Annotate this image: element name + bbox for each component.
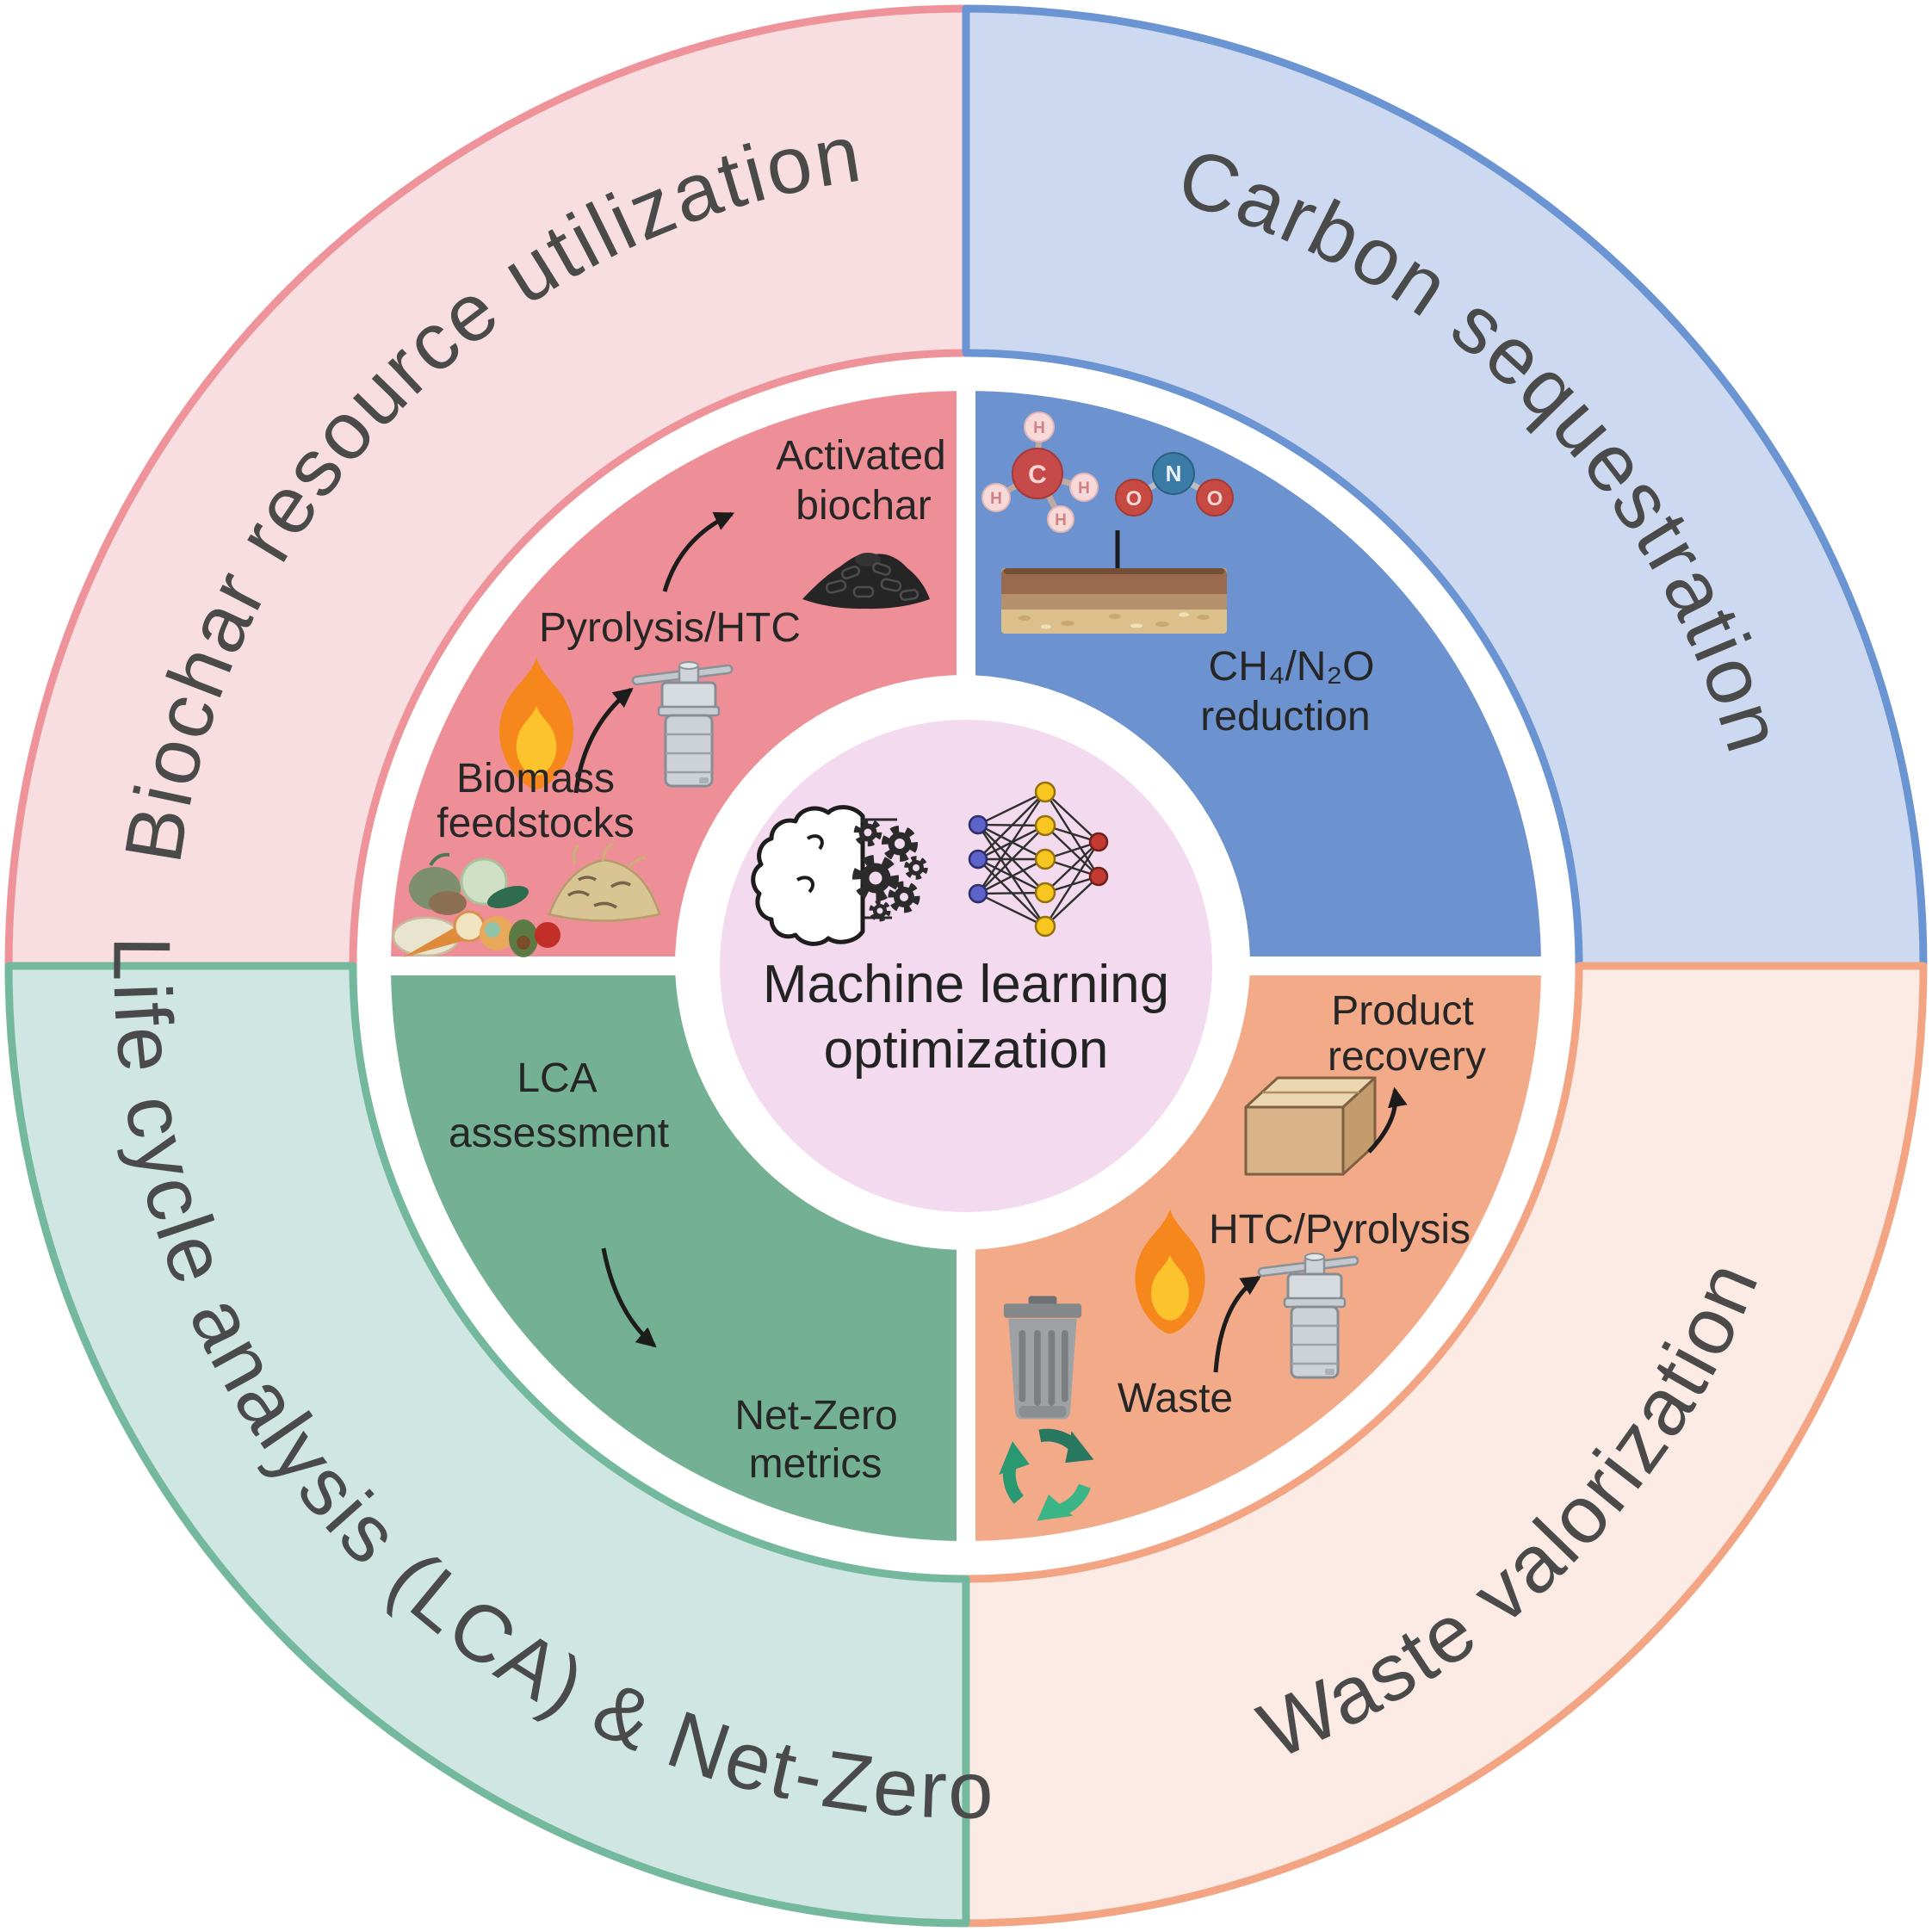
quadrant-biochar-content: Activated biochar Pyrolysis/HTC Biomass … xyxy=(392,433,946,957)
lca-label-line1: LCA xyxy=(517,1055,597,1101)
inner-ring xyxy=(370,370,1570,1570)
arrow-biomass-to-reactor xyxy=(573,687,634,794)
neural-network-output-nodes xyxy=(1088,832,1109,887)
hydrogen-atom-label: H xyxy=(990,490,1002,508)
inner-sector-lca xyxy=(391,966,966,1541)
product-recovery-label-line2: recovery xyxy=(1328,1034,1486,1080)
outer-sector-carbon xyxy=(962,4,1928,970)
biomass-label-line2: feedstocks xyxy=(437,801,634,846)
lca-label-line2: assessment xyxy=(449,1111,669,1156)
hydrogen-atom-label: H xyxy=(1055,511,1067,529)
arrow-waste-to-reactor xyxy=(1213,1275,1261,1373)
product-recovery-label-line1: Product xyxy=(1331,988,1473,1034)
charcoal-pile-icon xyxy=(802,553,930,610)
netzero-label-line1: Net-Zero xyxy=(734,1393,897,1439)
neural-network-input-nodes xyxy=(968,814,988,904)
center-content: Machine learning optimization xyxy=(751,781,1169,1080)
nitrogen-atom-label: N xyxy=(1166,461,1182,486)
reduction-label: reduction xyxy=(1200,694,1370,740)
hydrogen-atom-label: H xyxy=(1033,419,1045,437)
activated-biochar-label-line1: Activated xyxy=(776,433,945,479)
gear-cluster xyxy=(852,818,928,922)
center-label-line2: optimization xyxy=(824,1020,1109,1080)
inner-sector-waste xyxy=(966,966,1541,1541)
brain-gears-icon xyxy=(751,805,928,946)
outer-sector-biochar xyxy=(4,4,970,970)
waste-label: Waste xyxy=(1118,1376,1233,1421)
ch4-n2o-label: CH₄/N₂O xyxy=(1209,644,1375,690)
inner-sector-carbon xyxy=(966,391,1541,966)
quadrant-waste-content: Product recovery HTC/Pyrolysis Waste xyxy=(988,988,1486,1535)
methane-molecule-icon: C H H H H xyxy=(981,412,1099,533)
nitrous-oxide-molecule-icon: N O O xyxy=(1115,452,1234,517)
quadrant-separators xyxy=(370,370,1570,1570)
quadrant-carbon-content: C H H H H N O O xyxy=(981,412,1375,740)
center-label-line1: Machine learning xyxy=(763,955,1169,1014)
soil-layers-icon xyxy=(1001,568,1227,634)
outer-ring xyxy=(4,4,1928,1928)
hydrogen-atom-label: H xyxy=(1078,480,1090,498)
cardboard-box-icon xyxy=(1244,1076,1377,1176)
straw-biomass-icon xyxy=(548,842,661,922)
outer-sector-waste xyxy=(962,962,1928,1928)
carbon-atom-label: C xyxy=(1028,461,1047,489)
arrow-lca-to-netzero xyxy=(601,1247,657,1348)
arrow-pyrolysis-to-biochar xyxy=(662,511,735,592)
arrow-box-to-recovery xyxy=(1367,1086,1408,1154)
htc-pyrolysis-label: HTC/Pyrolysis xyxy=(1209,1207,1471,1253)
vegetable-waste-icon xyxy=(392,852,560,957)
netzero-label-line2: metrics xyxy=(749,1441,882,1487)
trash-can-icon xyxy=(1003,1296,1082,1420)
outer-sector-lca xyxy=(4,962,970,1928)
neural-network-icon xyxy=(968,781,1109,938)
pyrolysis-htc-label: Pyrolysis/HTC xyxy=(539,605,801,651)
neural-network-hidden-nodes xyxy=(1034,781,1056,938)
biomass-label-line1: Biomass xyxy=(456,756,615,801)
activated-biochar-label-line2: biochar xyxy=(796,483,931,529)
oxygen-atom-label: O xyxy=(1207,487,1223,511)
oxygen-atom-label: O xyxy=(1126,487,1142,511)
quadrant-lca-content: LCA assessment Net-Zero metrics xyxy=(449,1055,898,1487)
